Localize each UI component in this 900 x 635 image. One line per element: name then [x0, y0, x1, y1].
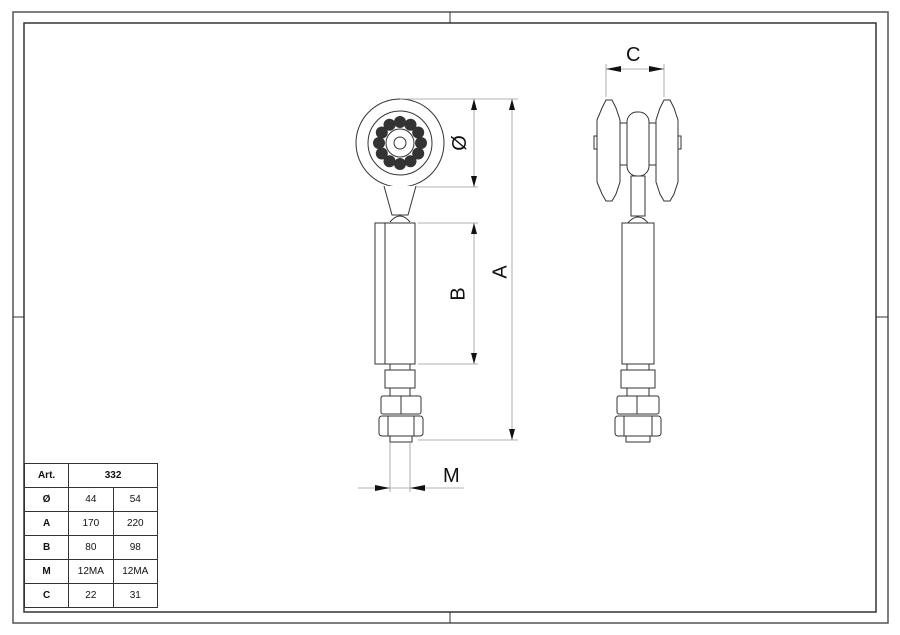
side-wheel-right: [655, 99, 679, 202]
side-hub: [626, 111, 650, 177]
table-row: A 170 220: [23, 511, 159, 536]
row-label: A: [23, 511, 70, 536]
row-label: Ø: [23, 487, 70, 512]
dimension-label-b: B: [447, 287, 470, 301]
dimension-label-c: C: [626, 44, 641, 66]
header-art-label: Art.: [23, 463, 70, 488]
table-row: Ø 44 54: [23, 487, 159, 512]
row-value: 220: [112, 511, 159, 536]
side-wheel-left: [596, 99, 621, 202]
row-value: 31: [112, 583, 159, 608]
table-row: C 22 31: [23, 583, 159, 608]
collar: [384, 369, 416, 389]
row-label: C: [23, 583, 70, 608]
wheel-inner-ring: [367, 110, 433, 176]
dimension-label-diameter: Ø: [448, 135, 471, 151]
front-view: [355, 98, 445, 443]
dimension-label-m: M: [443, 465, 460, 487]
nut-lower: [378, 415, 424, 437]
tube-body: [374, 222, 416, 365]
row-value: 80: [68, 535, 114, 560]
table-row: B 80 98: [23, 535, 159, 560]
row-value: 54: [112, 487, 159, 512]
specification-table: Art. 332 Ø 44 54 A 170 220 B 80 98 M 12M…: [23, 463, 159, 608]
bearing-balls: [373, 116, 427, 170]
side-nut-lower: [614, 415, 662, 437]
row-label: M: [23, 559, 70, 584]
side-tube: [621, 222, 655, 365]
axle-hole: [393, 136, 407, 150]
dimension-label-a: A: [489, 265, 512, 279]
row-value: 12MA: [68, 559, 114, 584]
side-dimensions: [605, 64, 665, 97]
row-value: 12MA: [112, 559, 159, 584]
wheel-neck: [383, 185, 417, 216]
table-row: M 12MA 12MA: [23, 559, 159, 584]
row-value: 44: [68, 487, 114, 512]
row-value: 22: [68, 583, 114, 608]
row-value: 98: [112, 535, 159, 560]
row-value: 170: [68, 511, 114, 536]
table-header-row: Art. 332: [23, 463, 158, 488]
side-nut-upper: [616, 395, 660, 415]
header-article-number: 332: [68, 463, 158, 488]
side-view: [593, 99, 682, 443]
row-label: B: [23, 535, 70, 560]
front-dimensions: [358, 98, 518, 492]
side-collar: [620, 369, 656, 389]
